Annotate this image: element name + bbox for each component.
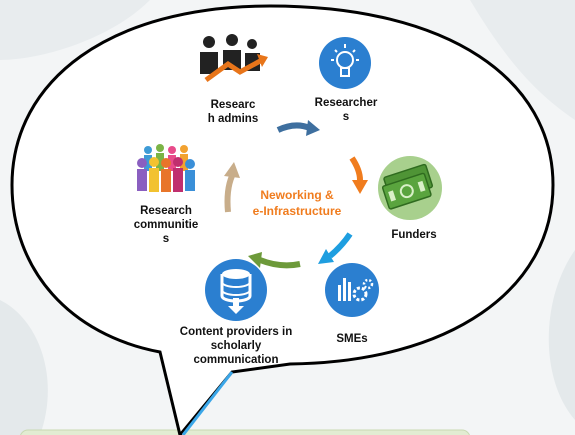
content-label-line2: scholarly [211,340,262,352]
content-label-line1: Content providers in [180,326,292,338]
business-people-icon [200,34,268,83]
lightbulb-icon [319,37,371,89]
researchers-label-line2: s [343,111,349,123]
speech-bubble [10,4,555,435]
center-label-line2: e-Infrastructure [253,204,342,218]
arrow-smes-to-content [248,252,301,269]
admins-label-line2: h admins [208,113,258,125]
arrow-content-to-communities [224,162,240,213]
cycle-arrows [224,120,368,269]
funders-label: Funders [391,229,436,241]
arrow-admins-to-researchers [276,120,320,136]
pointer-line [181,371,234,435]
communities-label-line1: Research [140,205,192,217]
communities-label-line2: communitie [134,219,199,231]
arrow-researchers-to-funders [349,156,368,194]
content-label-line3: communication [194,354,279,366]
arrow-funders-to-smes [318,232,353,264]
node-research-communities: Research communitie s [134,144,199,245]
communities-label-line3: s [163,233,169,245]
smes-label: SMEs [336,333,367,345]
center-label-line1: Neworking & [260,188,334,202]
node-funders: Funders [378,156,442,241]
crowd-icon [137,144,195,192]
money-icon [378,156,442,220]
node-research-admins: Researc h admins [200,34,268,125]
node-smes: SMEs [325,263,379,345]
bottom-banner [20,429,470,435]
node-content-providers: Content providers in scholarly communica… [180,259,292,366]
researchers-label-line1: Researcher [315,97,378,109]
gear-chart-icon [325,263,379,317]
node-researchers: Researcher s [315,37,378,123]
database-download-icon [205,259,267,321]
admins-label-line1: Researc [211,99,256,111]
